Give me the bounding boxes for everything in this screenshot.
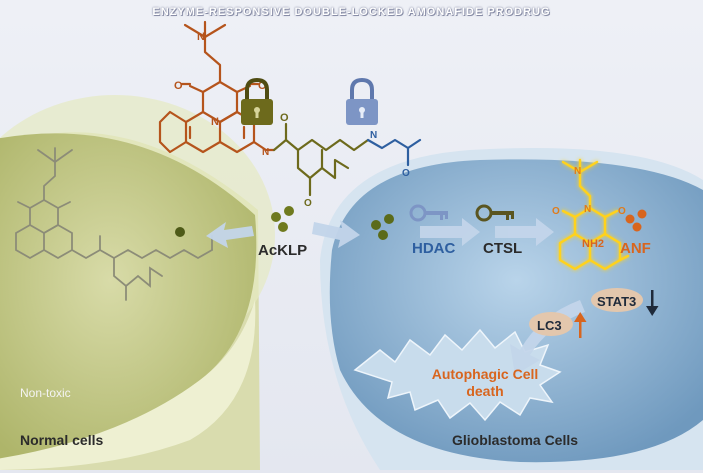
amine-label: NH2 [582, 238, 605, 250]
svg-text:O: O [258, 80, 267, 92]
non-toxic-label: Non-toxic [20, 386, 71, 400]
padlock-blue-icon [346, 77, 378, 125]
autophagic-death-label: Autophagic Cell death [420, 366, 550, 400]
autophagic-death-text: Autophagic Cell death [431, 366, 539, 399]
prodrug-label: AcKLP [258, 242, 308, 259]
svg-text:N: N [370, 130, 377, 141]
svg-text:O: O [174, 80, 183, 92]
key-blue-icon [409, 204, 448, 222]
enzyme-ctsl-label: CTSL [483, 240, 523, 257]
prodrug-in-normal-cell [15, 147, 213, 301]
svg-text:O: O [304, 198, 312, 209]
svg-text:N: N [211, 116, 219, 128]
svg-text:N: N [574, 166, 581, 177]
svg-text:N: N [584, 204, 591, 215]
prodrug-structure: O O N N O N O N O [158, 20, 422, 209]
released-fragment-dot [175, 227, 185, 237]
autophagy-burst [353, 328, 562, 422]
glioblastoma-cells-label: Glioblastoma Cells [452, 432, 579, 448]
svg-text:O: O [402, 168, 410, 179]
svg-text:O: O [280, 112, 289, 124]
page-title: ENZYME-RESPONSIVE DOUBLE-LOCKED AMONAFID… [152, 6, 551, 18]
svg-text:O: O [552, 206, 560, 217]
normal-cell [0, 95, 275, 470]
anf-particles [625, 209, 647, 232]
svg-text:O: O [618, 206, 626, 217]
prodrug-particles [271, 206, 394, 240]
lc3-label: LC3 [537, 318, 562, 333]
svg-text:N: N [197, 31, 205, 43]
enzyme-hdac-label: HDAC [412, 240, 456, 257]
drug-anf-label: ANF [620, 240, 651, 257]
anf-atoms: N N O O [552, 166, 626, 217]
arrow-down-icon [646, 290, 659, 316]
padlock-gold-icon [241, 77, 273, 125]
normal-cells-label: Normal cells [20, 432, 104, 448]
stat3-pill [591, 288, 643, 312]
glioblastoma-cell [320, 148, 703, 470]
amonafide-structure [558, 158, 630, 271]
arrow-up-icon [574, 312, 587, 338]
svg-text:N: N [262, 147, 269, 158]
lc3-pill [529, 312, 573, 336]
key-dark-icon [475, 204, 514, 222]
stat3-label: STAT3 [597, 294, 637, 309]
